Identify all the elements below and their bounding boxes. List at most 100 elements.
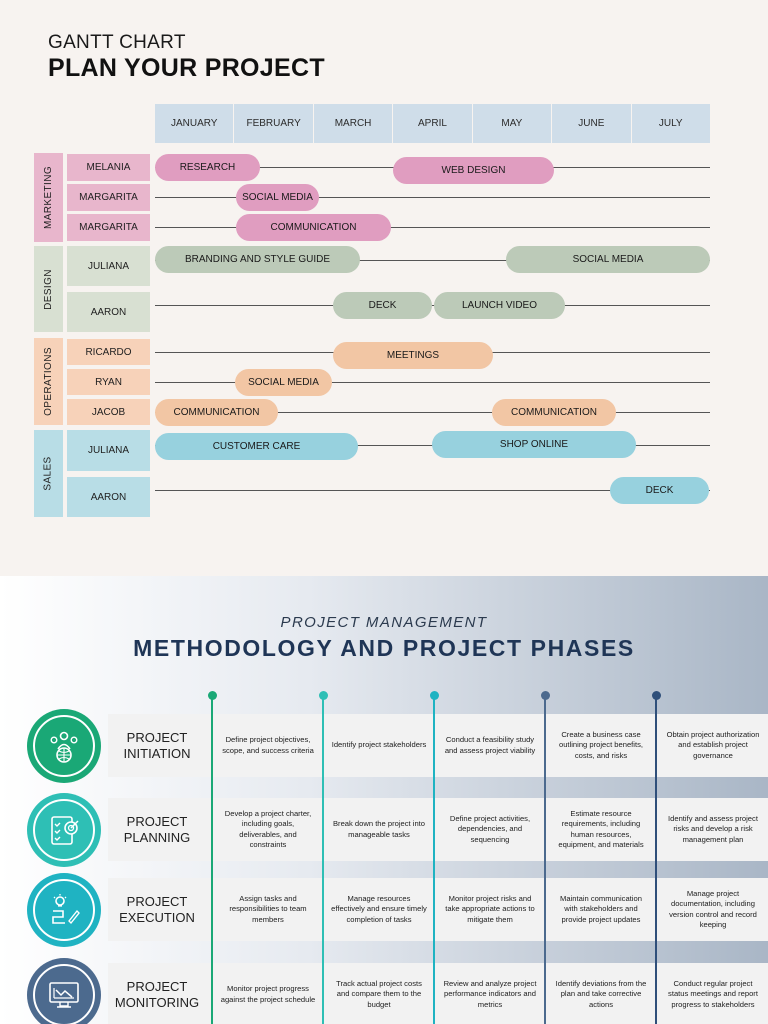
dept-label: MARKETING <box>43 165 54 230</box>
methodology-title: METHODOLOGY AND PROJECT PHASES <box>133 635 635 661</box>
dept-marketing: MARKETING <box>34 153 63 242</box>
phase-step-cell: Create a business case outlining project… <box>558 729 643 760</box>
person-juliana: JULIANA <box>67 430 150 471</box>
checklist-target-icon <box>33 799 95 861</box>
methodology-subtitle: PROJECT MANAGEMENT <box>280 614 488 631</box>
phase-step-cell: Maintain communication with stakeholders… <box>560 893 642 924</box>
phase-circle-initiation <box>27 709 101 783</box>
timeline-track <box>155 260 710 261</box>
phase-step-cell: Monitor project progress against the pro… <box>220 984 316 1004</box>
phase-label-line: PROJECT <box>126 813 188 829</box>
phase-step-cell: Assign tasks and responsibilities to tea… <box>229 893 307 924</box>
timeline-dot <box>651 691 661 700</box>
dept-label: DESIGN <box>43 268 54 310</box>
phase-row-initiation <box>108 714 768 777</box>
timeline-dot <box>207 691 217 700</box>
person-margarita: MARGARITA <box>67 184 150 211</box>
task-bar-deck[interactable]: DECK <box>610 477 709 504</box>
phase-step-cell: Define project activities, dependencies,… <box>449 813 531 844</box>
timeline-track <box>155 382 710 383</box>
phase-step-cell: Identify and assess project risks and de… <box>668 813 758 844</box>
phase-label-planning: PROJECT PLANNING <box>108 798 206 861</box>
phase-step-cell: Break down the project into manageable t… <box>332 819 426 839</box>
timeline-dot <box>429 691 439 700</box>
task-bar-launch-video[interactable]: LAUNCH VIDEO <box>434 292 565 319</box>
dept-sales: SALES <box>34 430 63 517</box>
timeline-track <box>155 227 710 228</box>
phase-step-cell: Conduct a feasibility study and assess p… <box>444 735 536 755</box>
dept-label: OPERATIONS <box>43 347 55 416</box>
methodology-section: PROJECT MANAGEMENT METHODOLOGY AND PROJE… <box>0 576 768 1024</box>
phase-label-line: INITIATION <box>123 745 191 761</box>
phase-step-cell: Track actual project costs and compare t… <box>336 978 422 1009</box>
timeline-track <box>155 197 710 198</box>
month-january: JANUARY <box>170 118 218 129</box>
gantt-title: PLAN YOUR PROJECT <box>48 54 325 82</box>
phase-label-line: PROJECT <box>126 978 188 994</box>
task-bar-research[interactable]: RESEARCH <box>155 154 260 181</box>
timeline-line <box>655 695 657 1024</box>
phase-label-line: MONITORING <box>114 994 200 1010</box>
task-bar-communication[interactable]: COMMUNICATION <box>155 399 278 426</box>
timeline-line <box>433 695 435 1024</box>
person-aaron: AARON <box>67 477 150 517</box>
month-february: FEBRUARY <box>233 104 312 143</box>
phase-label-execution: PROJECT EXECUTION <box>108 878 206 941</box>
person-jacob: JACOB <box>67 399 150 425</box>
person-ryan: RYAN <box>67 369 150 395</box>
phase-label-line: PROJECT <box>126 729 188 745</box>
phase-step-cell: Review and analyze project performance i… <box>443 978 537 1009</box>
team-globe-icon <box>33 715 95 777</box>
month-march: MARCH <box>312 104 392 143</box>
phase-step-cell: Develop a project charter, including goa… <box>224 808 312 850</box>
phase-label-line: PROJECT <box>126 893 188 909</box>
task-bar-branding-style-guide[interactable]: BRANDING AND STYLE GUIDE <box>155 246 360 273</box>
person-melania: MELANIA <box>67 154 150 181</box>
task-bar-meetings[interactable]: MEETINGS <box>333 342 493 369</box>
person-ricardo: RICARDO <box>67 339 150 365</box>
timeline-track <box>155 490 710 491</box>
task-bar-web-design[interactable]: WEB DESIGN <box>393 157 554 184</box>
person-aaron: AARON <box>67 292 150 332</box>
timeline-dot <box>540 691 550 700</box>
phase-label-initiation: PROJECT INITIATION <box>108 714 206 777</box>
dept-operations: OPERATIONS <box>34 338 63 425</box>
phase-step-cell: Manage project documentation, including … <box>669 888 757 930</box>
dept-label: SALES <box>43 456 54 491</box>
timeline-line <box>544 695 546 1024</box>
task-bar-communication[interactable]: COMMUNICATION <box>236 214 391 241</box>
phase-step-cell: Estimate resource requirements, includin… <box>558 808 644 850</box>
phase-row-execution <box>108 878 768 941</box>
timeline-track <box>155 412 710 413</box>
task-bar-communication[interactable]: COMMUNICATION <box>492 399 616 426</box>
task-bar-customer-care[interactable]: CUSTOMER CARE <box>155 433 358 460</box>
person-juliana: JULIANA <box>67 246 150 286</box>
phase-label-line: PLANNING <box>123 829 191 845</box>
phase-step-cell: Identify deviations from the plan and ta… <box>555 978 647 1009</box>
timeline-dot <box>318 691 328 700</box>
task-bar-social-media[interactable]: SOCIAL MEDIA <box>236 184 319 211</box>
idea-flow-icon <box>33 879 95 941</box>
phase-circle-planning <box>27 793 101 867</box>
task-bar-social-media[interactable]: SOCIAL MEDIA <box>506 246 710 273</box>
month-july: JULY <box>630 104 710 143</box>
phase-step-cell: Obtain project authorization and establi… <box>666 729 760 760</box>
person-margarita: MARGARITA <box>67 214 150 241</box>
phase-step-cell: Identify project stakeholders <box>331 740 427 750</box>
task-bar-social-media[interactable]: SOCIAL MEDIA <box>235 369 332 396</box>
month-april: APRIL <box>392 104 471 143</box>
month-june: JUNE <box>551 104 630 143</box>
task-bar-deck[interactable]: DECK <box>333 292 432 319</box>
timeline-line <box>322 695 324 1024</box>
phase-row-monitoring <box>108 963 768 1024</box>
phase-row-planning <box>108 798 768 861</box>
gantt-chart-section: GANTT CHART PLAN YOUR PROJECT JANUARY FE… <box>34 32 710 517</box>
phase-step-cell: Manage resources effectively and ensure … <box>331 893 427 924</box>
month-header: JANUARY FEBRUARY MARCH APRIL MAY JUNE JU… <box>155 104 710 143</box>
phase-step-cell: Monitor project risks and take appropria… <box>445 893 535 924</box>
phase-label-monitoring: PROJECT MONITORING <box>108 963 206 1024</box>
phase-step-cell: Conduct regular project status meetings … <box>668 978 758 1009</box>
month-may: MAY <box>471 104 551 143</box>
task-bar-shop-online[interactable]: SHOP ONLINE <box>432 431 636 458</box>
phase-circle-monitoring <box>27 958 101 1024</box>
